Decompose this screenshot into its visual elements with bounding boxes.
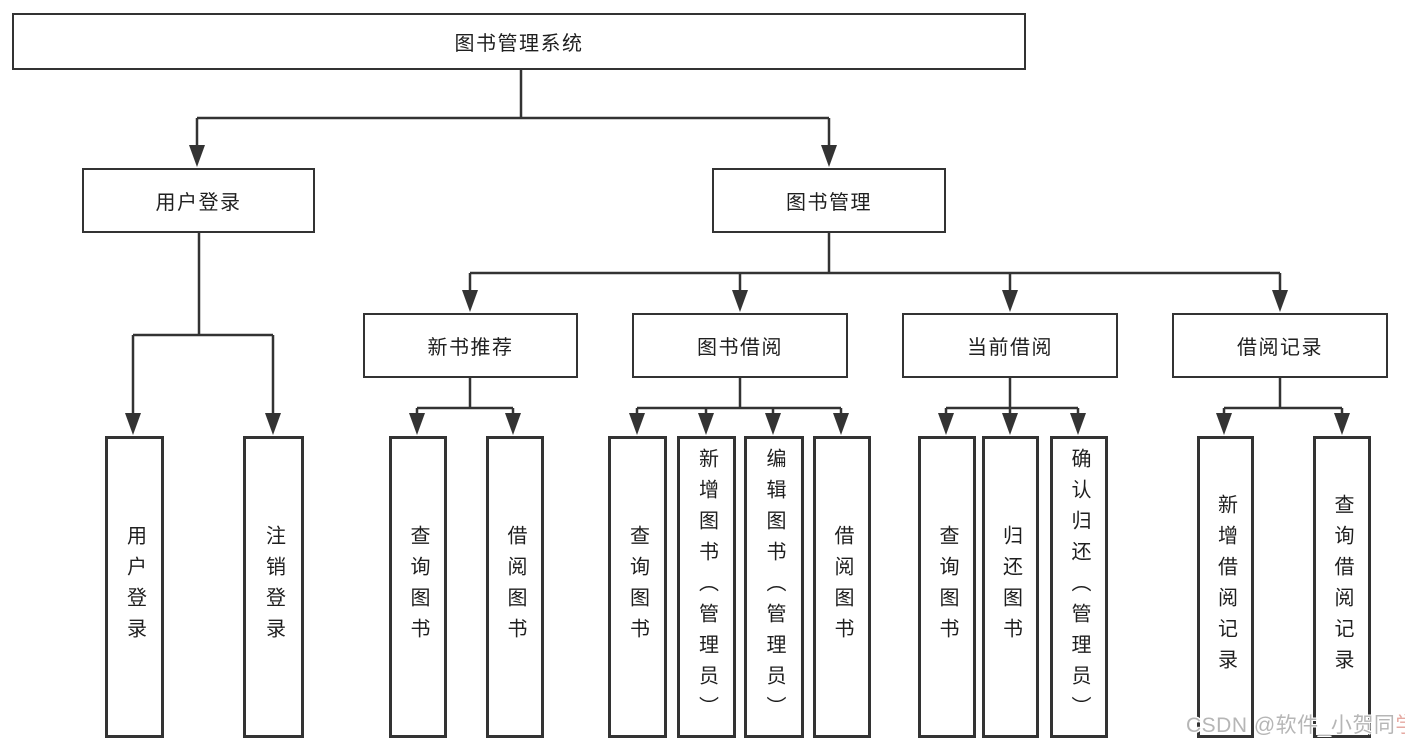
leaf-query-books-1: 查询图书	[389, 436, 447, 738]
connector-root	[195, 70, 831, 148]
leaf-query-books-3: 查询图书	[918, 436, 976, 738]
node-borrow-records: 借阅记录	[1172, 313, 1388, 378]
node-root: 图书管理系统	[12, 13, 1026, 70]
connector-user-login	[131, 233, 275, 415]
node-book-borrow-label: 图书借阅	[697, 337, 783, 359]
leaf-add-book-admin-label: 新增图书（管理员）	[695, 447, 718, 727]
node-root-label: 图书管理系统	[454, 33, 584, 55]
leaf-logout: 注销登录	[243, 436, 304, 738]
leaf-edit-book-admin: 编辑图书（管理员）	[744, 436, 804, 738]
connector-current-borrow	[944, 378, 1080, 415]
leaf-borrow-books-2-label: 借阅图书	[831, 525, 853, 649]
leaf-add-borrow-record-label: 新增借阅记录	[1214, 494, 1237, 680]
leaf-query-books-2: 查询图书	[608, 436, 667, 738]
connector-borrow-records	[1222, 378, 1344, 415]
leaf-add-book-admin: 新增图书（管理员）	[677, 436, 736, 738]
connector-new-book	[415, 378, 515, 415]
node-user-login-label: 用户登录	[155, 192, 242, 214]
node-current-borrow: 当前借阅	[902, 313, 1118, 378]
node-current-borrow-label: 当前借阅	[967, 337, 1053, 359]
leaf-confirm-return-admin: 确认归还（管理员）	[1050, 436, 1108, 738]
leaf-query-books-3-label: 查询图书	[936, 525, 958, 649]
watermark: CSDN @软件_小贺同学	[1186, 709, 1405, 739]
node-book-borrow: 图书借阅	[632, 313, 848, 378]
leaf-query-books-2-label: 查询图书	[626, 525, 649, 649]
node-borrow-records-label: 借阅记录	[1237, 337, 1323, 359]
leaf-add-borrow-record: 新增借阅记录	[1197, 436, 1254, 738]
leaf-borrow-books-2: 借阅图书	[813, 436, 871, 738]
leaf-user-login-label: 用户登录	[123, 525, 146, 649]
leaf-user-login: 用户登录	[105, 436, 164, 738]
node-new-book-recommend-label: 新书推荐	[427, 337, 514, 359]
leaf-query-borrow-record: 查询借阅记录	[1313, 436, 1371, 738]
leaf-logout-label: 注销登录	[262, 525, 285, 649]
arrowheads	[125, 145, 1350, 435]
leaf-borrow-books-1-label: 借阅图书	[504, 525, 526, 649]
leaf-confirm-return-admin-label: 确认归还（管理员）	[1068, 447, 1090, 727]
leaf-borrow-books-1: 借阅图书	[486, 436, 544, 738]
node-book-management-label: 图书管理	[786, 192, 872, 214]
watermark-accent: 学	[1395, 714, 1405, 737]
connector-book-management	[468, 233, 1282, 292]
leaf-return-book: 归还图书	[982, 436, 1039, 738]
watermark-text: CSDN @软件_小贺同	[1186, 714, 1396, 737]
node-book-management: 图书管理	[712, 168, 946, 233]
connector-book-borrow	[635, 378, 843, 415]
node-new-book-recommend: 新书推荐	[363, 313, 578, 378]
leaf-query-borrow-record-label: 查询借阅记录	[1331, 494, 1353, 680]
leaf-query-books-1-label: 查询图书	[407, 525, 429, 649]
leaf-edit-book-admin-label: 编辑图书（管理员）	[763, 447, 785, 727]
leaf-return-book-label: 归还图书	[999, 525, 1022, 649]
node-user-login: 用户登录	[82, 168, 315, 233]
